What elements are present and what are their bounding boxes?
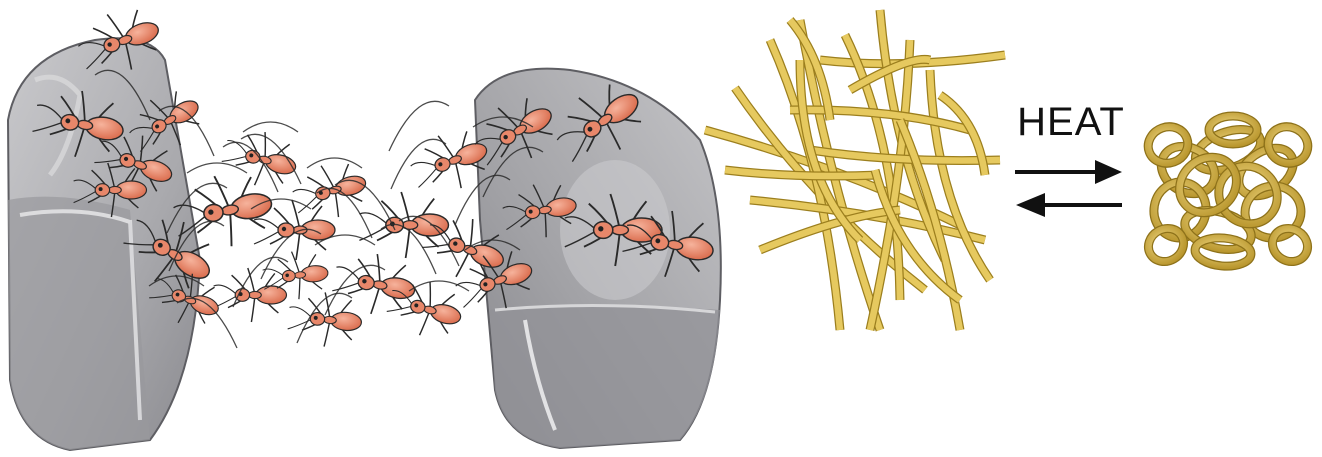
coil-loop	[1266, 222, 1313, 268]
coil-loop	[1143, 121, 1193, 169]
heat-label: HEAT	[1006, 100, 1136, 145]
equilibrium-arrows	[1015, 160, 1122, 217]
coiled-fibers	[1142, 116, 1313, 268]
straight-fibers	[705, 10, 1005, 330]
coil-loop	[1263, 121, 1313, 169]
left-arrow-icon	[1016, 193, 1122, 217]
ant	[214, 268, 287, 322]
left-rock	[8, 38, 200, 450]
right-arrow-icon	[1015, 160, 1122, 184]
